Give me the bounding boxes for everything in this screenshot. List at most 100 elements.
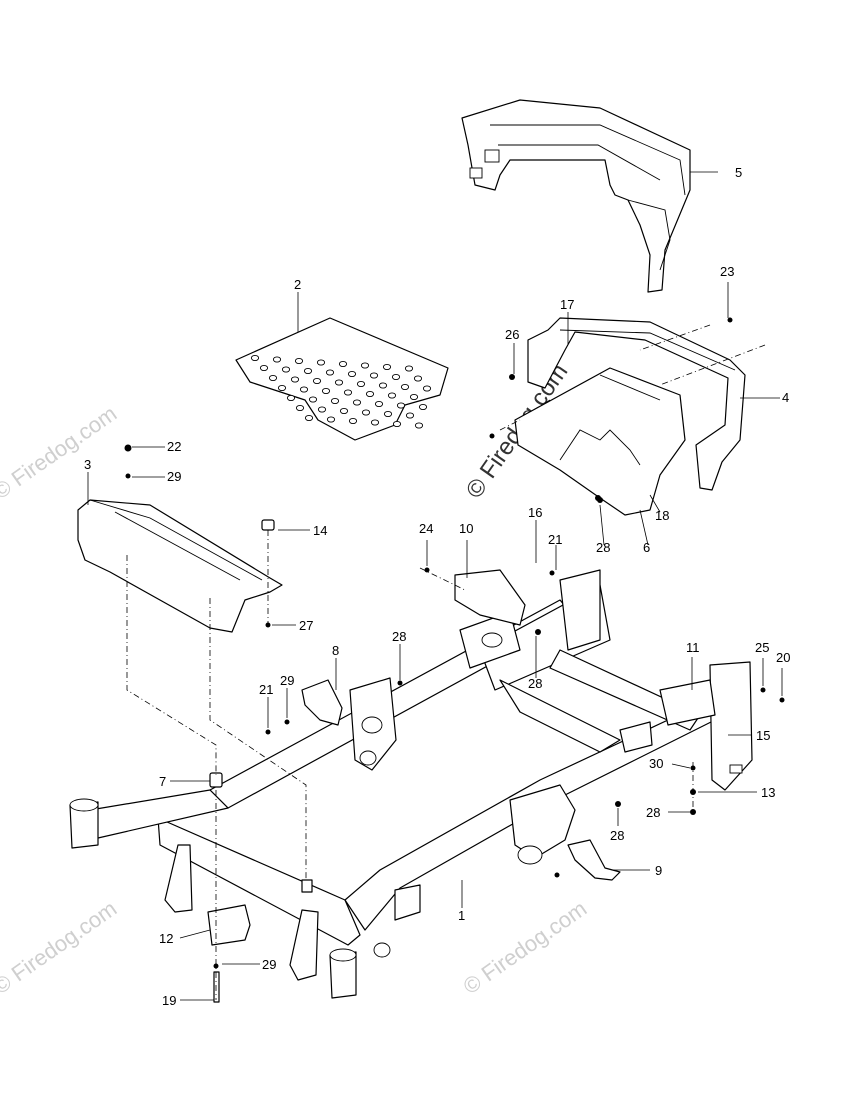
part-1-main-frame (69, 569, 716, 999)
watermark-bottom-left: © Firedog.com (0, 896, 121, 999)
perforation-hole (290, 376, 300, 383)
callout-17: 17 (560, 297, 574, 312)
perforation-hole (308, 396, 318, 403)
callout-5: 5 (735, 165, 742, 180)
perforation-hole (334, 379, 344, 386)
part-5-rear-guard (461, 99, 691, 293)
perforation-hole (413, 375, 423, 382)
perforation-hole (374, 400, 384, 408)
perforation-hole (404, 365, 414, 372)
part-10-bracket (454, 569, 526, 626)
perforation-hole (272, 356, 282, 363)
perforation-hole (387, 392, 397, 399)
part-12-bracket (207, 904, 251, 946)
callouts: 2 5 23 17 26 4 18 6 28 3 22 29 14 27 24 … (84, 165, 790, 1008)
perforation-hole (338, 360, 348, 368)
callout-21-a: 21 (548, 532, 562, 547)
callout-22: 22 (167, 439, 181, 454)
callout-13: 13 (761, 785, 775, 800)
part-15-side-plate (659, 661, 753, 791)
perforation-hole (418, 403, 428, 411)
callout-29-c: 29 (262, 957, 276, 972)
callout-23: 23 (720, 264, 734, 279)
perforation-hole (259, 364, 269, 372)
perforation-hole (378, 382, 388, 389)
perforation-hole (295, 404, 305, 412)
callout-27: 27 (299, 618, 313, 633)
part-6-mount-bracket (514, 367, 686, 516)
callout-24: 24 (419, 521, 433, 536)
leader-lines (87, 171, 783, 1001)
perforation-hole (361, 409, 371, 416)
callout-30: 30 (649, 756, 663, 771)
callout-8: 8 (332, 643, 339, 658)
perforation-hole (396, 402, 406, 409)
perforation-hole (383, 410, 393, 418)
perforation-hole (356, 380, 366, 388)
perforation-hole (325, 369, 335, 376)
perforation-hole (422, 385, 432, 392)
perforation-hole (294, 357, 304, 365)
perforation-hole (316, 359, 326, 366)
callout-3: 3 (84, 457, 91, 472)
part-8-bracket (301, 679, 343, 726)
part-4-bracket-frame (527, 317, 746, 491)
perforation-hole (400, 383, 410, 391)
perforation-hole (414, 422, 424, 429)
callout-20: 20 (776, 650, 790, 665)
perforation-hole (339, 407, 349, 415)
small-parts (209, 519, 313, 1003)
callout-2: 2 (294, 277, 301, 292)
watermark-bottom-center: © Firedog.com (459, 896, 592, 999)
perforation-hole (365, 390, 375, 398)
callout-18: 18 (655, 508, 669, 523)
callout-19: 19 (162, 993, 176, 1008)
perforation-hole (281, 366, 291, 373)
callout-29-a: 29 (167, 469, 181, 484)
callout-29-b: 29 (280, 673, 294, 688)
perforation-hole (277, 384, 287, 392)
callout-21-b: 21 (259, 682, 273, 697)
perforation-hole (382, 363, 392, 371)
watermark-left: © Firedog.com (0, 401, 121, 504)
callout-28-b: 28 (528, 676, 542, 691)
perforation-hole (392, 420, 402, 428)
perforation-hole (348, 417, 358, 425)
callout-26: 26 (505, 327, 519, 342)
perforation-hole (317, 406, 327, 413)
perforation-hole (312, 377, 322, 385)
perforation-hole (326, 416, 336, 423)
callout-1: 1 (458, 908, 465, 923)
perforation-hole (286, 394, 296, 402)
perforation-hole (360, 362, 370, 369)
callout-16: 16 (528, 505, 542, 520)
perforation-hole (409, 393, 419, 401)
callout-25: 25 (755, 640, 769, 655)
callout-10: 10 (459, 521, 473, 536)
perforation-hole (352, 399, 362, 406)
fasteners (124, 317, 785, 969)
perforation-hole (369, 372, 379, 379)
callout-9: 9 (655, 863, 662, 878)
callout-28-c: 28 (392, 629, 406, 644)
perforation-hole (304, 414, 314, 422)
callout-11: 11 (686, 640, 700, 655)
perforation-hole (268, 374, 278, 382)
part-3-cover (77, 499, 283, 633)
callout-28-e: 28 (610, 828, 624, 843)
perforation-hole (299, 386, 309, 393)
perforation-hole (405, 412, 415, 419)
perforation-hole (321, 387, 331, 395)
callout-28-a: 28 (596, 540, 610, 555)
callout-4: 4 (782, 390, 789, 405)
callout-28-d: 28 (646, 805, 660, 820)
perforation-hole (370, 419, 380, 426)
assembly-lines (126, 324, 766, 1000)
perforation-hole (250, 354, 260, 362)
part-2-floor-plate (235, 317, 449, 441)
callout-14: 14 (313, 523, 327, 538)
callout-15: 15 (756, 728, 770, 743)
perforation-hole (330, 397, 340, 405)
callout-6: 6 (643, 540, 650, 555)
